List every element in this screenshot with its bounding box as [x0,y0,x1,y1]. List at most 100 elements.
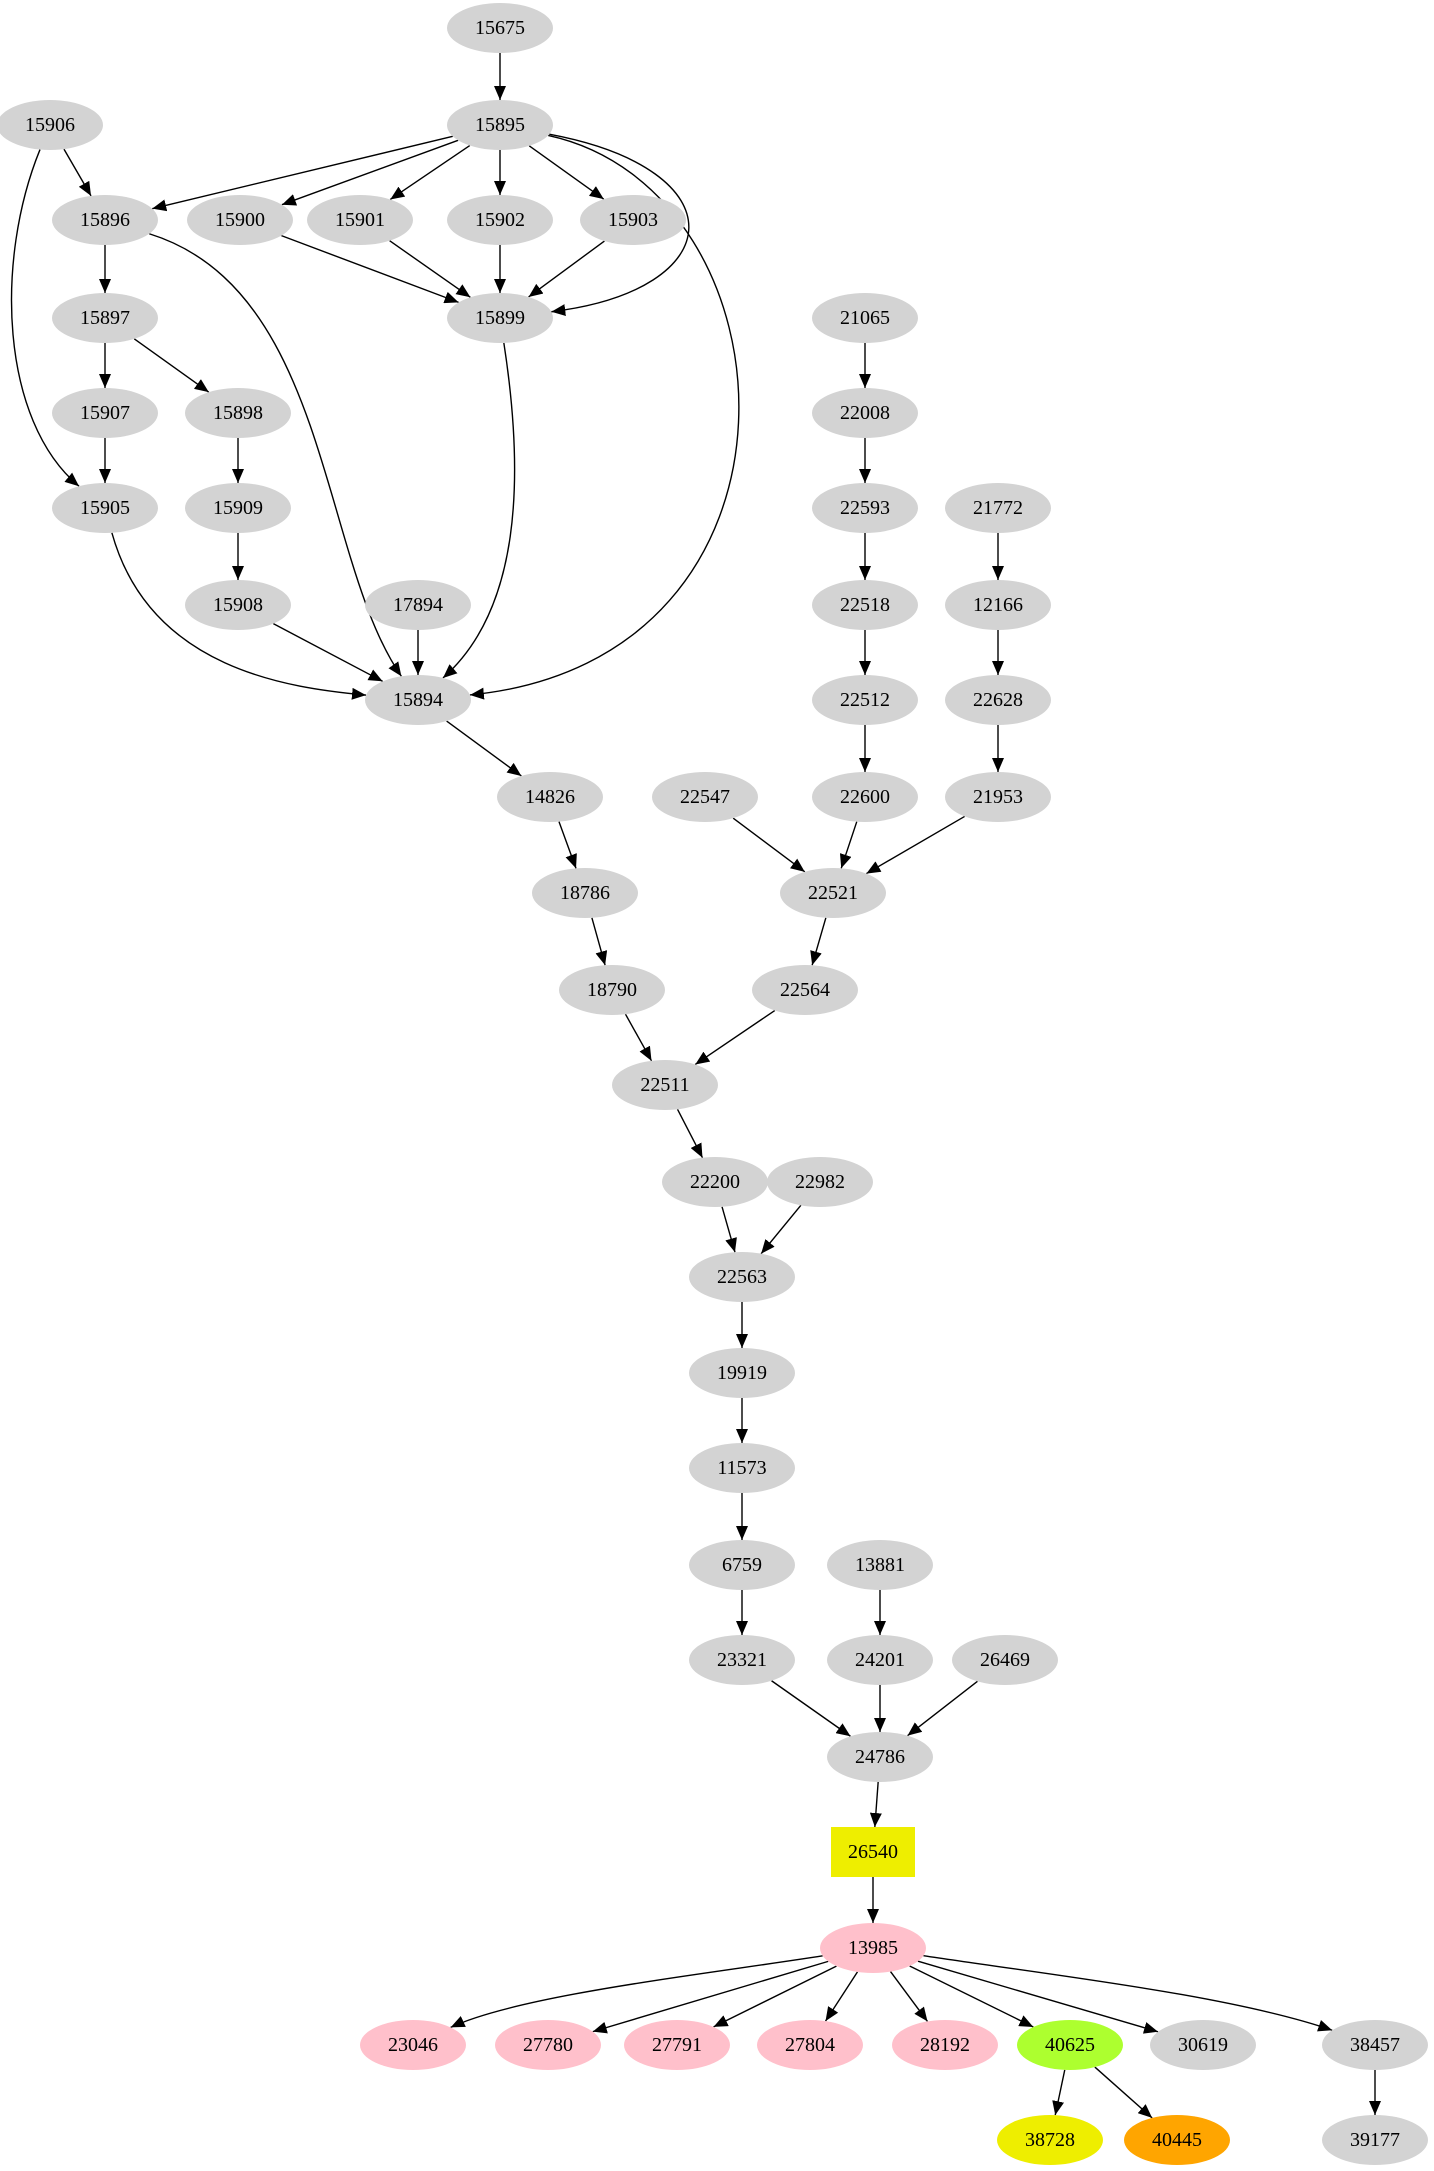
node-13985[interactable]: 13985 [820,1923,926,1973]
edge-15895-15896 [152,135,453,212]
node-6759[interactable]: 6759 [689,1540,795,1590]
node-15896[interactable]: 15896 [52,195,158,245]
node-27780[interactable]: 27780 [495,2020,601,2070]
node-21772[interactable]: 21772 [945,483,1051,533]
node-shape [185,580,291,630]
node-40445[interactable]: 40445 [1124,2115,1230,2165]
node-shape [945,675,1051,725]
node-15905[interactable]: 15905 [52,483,158,533]
node-18790[interactable]: 18790 [559,965,665,1015]
node-15899[interactable]: 15899 [447,293,553,343]
node-shape [812,483,918,533]
node-22511[interactable]: 22511 [612,1060,718,1110]
node-label: 15894 [393,689,443,711]
node-label: 22600 [840,786,890,808]
node-38728[interactable]: 38728 [997,2115,1103,2165]
node-label: 15675 [475,17,525,39]
edge-23321-24786 [771,1680,851,1737]
node-15675[interactable]: 15675 [447,3,553,53]
node-shape [1322,2020,1428,2070]
node-shape [812,580,918,630]
node-15894[interactable]: 15894 [365,675,471,725]
node-13881[interactable]: 13881 [827,1540,933,1590]
node-label: 15906 [25,114,75,136]
node-22593[interactable]: 22593 [812,483,918,533]
node-label: 21065 [840,307,890,329]
edge-15906-15905 [10,149,80,487]
node-24786[interactable]: 24786 [827,1732,933,1782]
node-shape [559,965,665,1015]
node-shape [689,1348,795,1398]
node-28192[interactable]: 28192 [892,2020,998,2070]
node-27791[interactable]: 27791 [624,2020,730,2070]
node-shape [52,483,158,533]
node-label: 27791 [652,2034,702,2056]
node-22200[interactable]: 22200 [662,1157,768,1207]
node-label: 40625 [1045,2034,1095,2056]
node-23046[interactable]: 23046 [360,2020,466,2070]
node-label: 22593 [840,497,890,519]
node-15907[interactable]: 15907 [52,388,158,438]
node-11573[interactable]: 11573 [689,1443,795,1493]
node-26540[interactable]: 26540 [831,1827,915,1877]
node-label: 15902 [475,209,525,231]
node-15909[interactable]: 15909 [185,483,291,533]
node-21953[interactable]: 21953 [945,772,1051,822]
node-label: 15896 [80,209,130,231]
node-40625[interactable]: 40625 [1017,2020,1123,2070]
node-15901[interactable]: 15901 [307,195,413,245]
node-39177[interactable]: 39177 [1322,2115,1428,2165]
node-22564[interactable]: 22564 [752,965,858,1015]
node-15898[interactable]: 15898 [185,388,291,438]
node-label: 15895 [475,114,525,136]
node-27804[interactable]: 27804 [757,2020,863,2070]
node-22518[interactable]: 22518 [812,580,918,630]
node-15903[interactable]: 15903 [580,195,686,245]
node-shape [820,1923,926,1973]
node-shape [812,293,918,343]
node-label: 22564 [780,979,830,1001]
node-23321[interactable]: 23321 [689,1635,795,1685]
node-15900[interactable]: 15900 [187,195,293,245]
node-label: 19919 [717,1362,767,1384]
node-22521[interactable]: 22521 [780,868,886,918]
node-19919[interactable]: 19919 [689,1348,795,1398]
node-30619[interactable]: 30619 [1150,2020,1256,2070]
node-15908[interactable]: 15908 [185,580,291,630]
node-24201[interactable]: 24201 [827,1635,933,1685]
node-15906[interactable]: 15906 [0,100,103,150]
node-shape [689,1635,795,1685]
node-21065[interactable]: 21065 [812,293,918,343]
node-12166[interactable]: 12166 [945,580,1051,630]
node-shape [652,772,758,822]
node-15895[interactable]: 15895 [447,100,553,150]
node-shape [662,1157,768,1207]
node-26469[interactable]: 26469 [952,1635,1058,1685]
node-label: 28192 [920,2034,970,2056]
node-14826[interactable]: 14826 [497,772,603,822]
edge-22511-22200 [676,1108,704,1159]
node-15902[interactable]: 15902 [447,195,553,245]
node-label: 15909 [213,497,263,519]
node-label: 15897 [80,307,130,329]
node-22563[interactable]: 22563 [689,1252,795,1302]
node-22628[interactable]: 22628 [945,675,1051,725]
node-22512[interactable]: 22512 [812,675,918,725]
node-shape [185,483,291,533]
node-22600[interactable]: 22600 [812,772,918,822]
edge-21953-22521 [866,815,965,875]
node-22547[interactable]: 22547 [652,772,758,822]
node-label: 15907 [80,402,130,424]
edge-26469-24786 [907,1680,978,1737]
node-17894[interactable]: 17894 [365,580,471,630]
node-22008[interactable]: 22008 [812,388,918,438]
edge-14826-18786 [558,821,577,869]
node-22982[interactable]: 22982 [767,1157,873,1207]
node-label: 15900 [215,209,265,231]
node-18786[interactable]: 18786 [532,868,638,918]
node-15897[interactable]: 15897 [52,293,158,343]
node-shape [52,195,158,245]
node-38457[interactable]: 38457 [1322,2020,1428,2070]
node-label: 15899 [475,307,525,329]
